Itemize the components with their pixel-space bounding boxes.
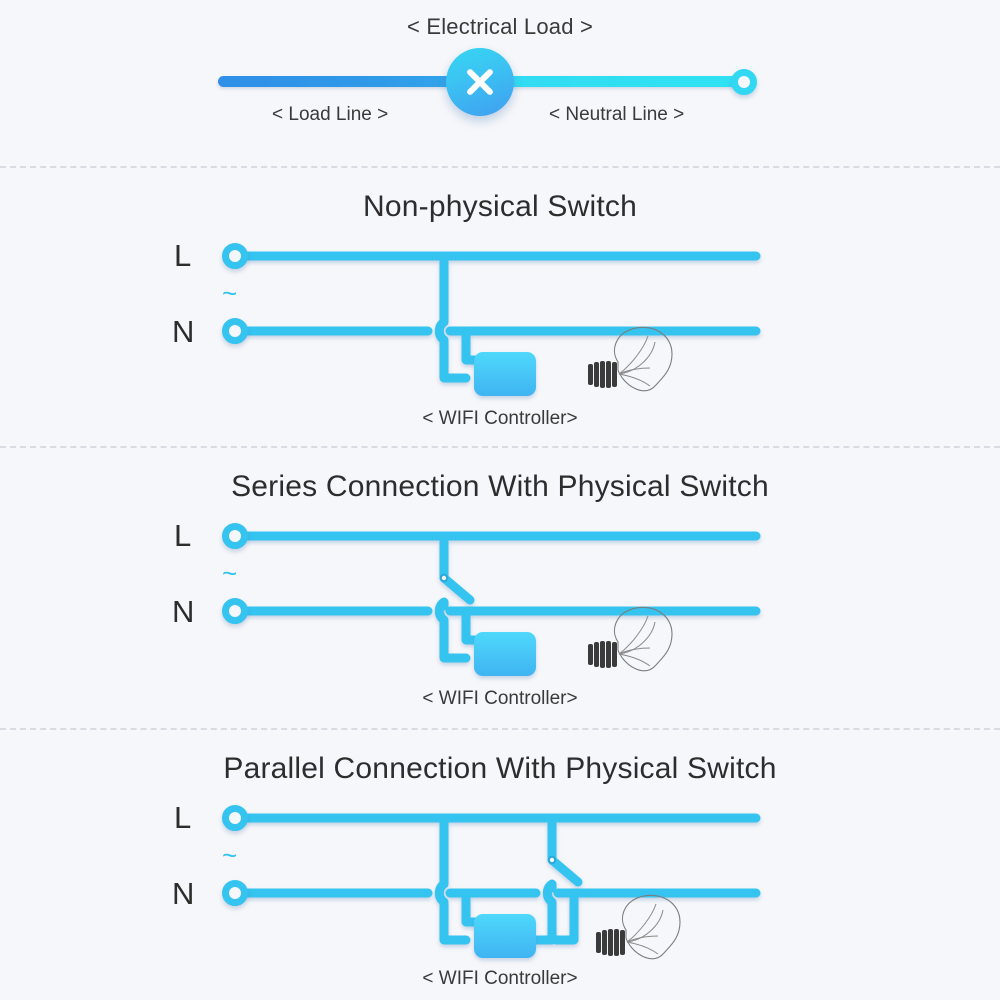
knife-switch-pivot-2	[547, 855, 557, 865]
switch-branch-with-hop-2	[531, 879, 557, 945]
live-ring-terminal-0	[222, 243, 248, 269]
knife-switch-pivot-1	[439, 573, 449, 583]
neutral-branch-0	[461, 326, 481, 365]
wifi-controller-icon	[474, 914, 536, 958]
switch-branch-with-hop-1	[434, 597, 471, 663]
neutral-label-2: N	[172, 876, 195, 911]
section-title-0: Non-physical Switch	[363, 190, 637, 223]
neutral-ring-terminal-1	[222, 598, 248, 624]
controller-caption-1: < WIFI Controller>	[422, 688, 578, 709]
ring-terminal-icon	[731, 69, 757, 95]
neutral-to-bulb-2	[551, 888, 579, 945]
neutral-ring-terminal-0	[222, 318, 248, 344]
load-line-label: < Load Line >	[272, 104, 389, 125]
live-branch-with-hop-0	[434, 251, 471, 383]
divider-3	[0, 728, 1000, 730]
ac-symbol-1: ~	[222, 558, 238, 588]
divider-1	[0, 166, 1000, 168]
section-title-1: Series Connection With Physical Switch	[231, 470, 769, 503]
live-label-2: L	[174, 800, 192, 835]
neutral-branch-1	[461, 606, 481, 645]
wifi-controller-icon	[474, 352, 536, 396]
divider-2	[0, 446, 1000, 448]
controller-caption-2: < WIFI Controller>	[422, 968, 578, 989]
live-label-1: L	[174, 518, 192, 553]
electrical-load-title: < Electrical Load >	[406, 14, 594, 39]
live-branch-with-hop-2	[434, 813, 471, 945]
knife-switch-blade-1	[439, 573, 475, 605]
light-bulb-icon	[588, 326, 673, 392]
light-bulb-icon	[596, 894, 681, 960]
light-bulb-icon	[588, 606, 673, 672]
neutral-line-wire	[480, 76, 745, 87]
wifi-controller-icon	[474, 632, 536, 676]
section-title-2: Parallel Connection With Physical Switch	[223, 752, 777, 785]
controller-caption-0: < WIFI Controller>	[422, 408, 578, 429]
circuit-diagram-1	[233, 531, 761, 676]
ac-symbol-2: ~	[222, 840, 238, 870]
knife-switch-blade-2	[547, 855, 583, 887]
neutral-line-label: < Neutral Line >	[549, 104, 685, 125]
load-line-wire	[218, 76, 483, 87]
neutral-label-0: N	[172, 314, 195, 349]
neutral-label-1: N	[172, 594, 195, 629]
live-label-0: L	[174, 238, 192, 273]
circuit-diagram-2	[233, 813, 761, 960]
live-ring-terminal-1	[222, 523, 248, 549]
ac-symbol-0: ~	[222, 278, 238, 308]
circuit-diagram-0	[233, 251, 761, 396]
live-ring-terminal-2	[222, 805, 248, 831]
close-x-icon	[446, 48, 514, 116]
neutral-ring-terminal-2	[222, 880, 248, 906]
neutral-branch-2	[461, 888, 481, 927]
